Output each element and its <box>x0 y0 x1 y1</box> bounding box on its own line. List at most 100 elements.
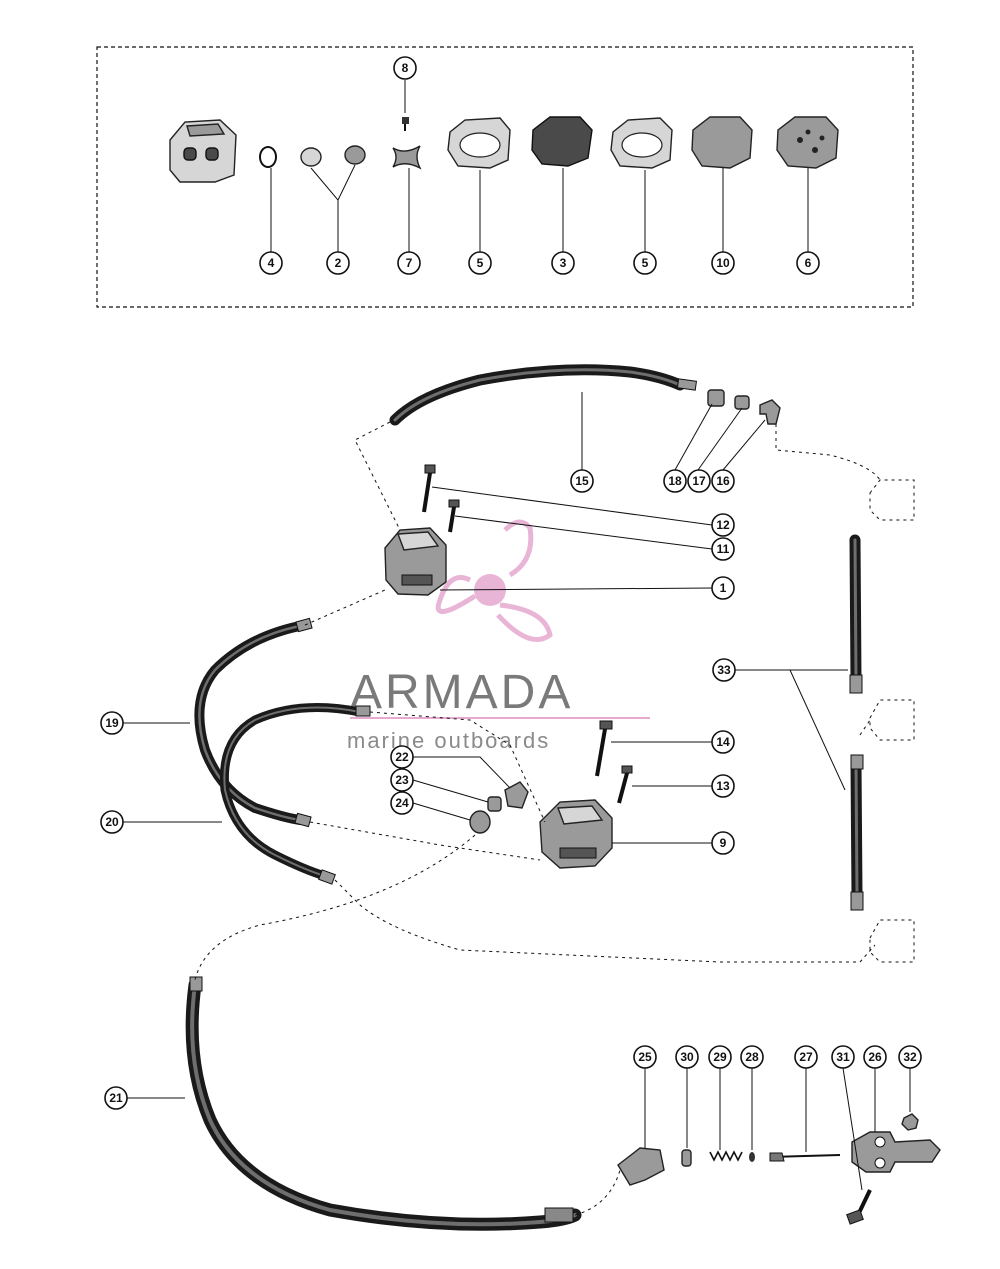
elbow-22 <box>504 781 529 809</box>
callout-2: 2 <box>326 251 350 275</box>
hose-33-lower <box>850 754 864 911</box>
connector-outline-2 <box>869 699 915 741</box>
hose-19 <box>194 617 313 828</box>
callout-28: 28 <box>740 1045 764 1069</box>
cover-plate-part <box>691 116 753 169</box>
svg-text:6: 6 <box>805 256 812 270</box>
screw-11 <box>448 499 460 533</box>
svg-text:23: 23 <box>395 773 409 787</box>
o-ring-part <box>259 146 277 168</box>
spring-29 <box>709 1150 743 1162</box>
callout-5b: 5 <box>633 251 657 275</box>
part-30 <box>681 1149 692 1167</box>
fitting-26 <box>851 1131 941 1173</box>
svg-text:22: 22 <box>395 750 409 764</box>
svg-text:27: 27 <box>799 1050 813 1064</box>
callout-30: 30 <box>675 1045 699 1069</box>
callout-10: 10 <box>711 251 735 275</box>
screw-12 <box>422 464 436 513</box>
gasket-part-b <box>610 117 673 169</box>
fitting-18 <box>707 389 725 407</box>
svg-text:16: 16 <box>716 474 730 488</box>
svg-text:14: 14 <box>716 735 730 749</box>
callout-12: 12 <box>711 513 735 537</box>
fuel-pump-9 <box>539 799 613 869</box>
svg-text:9: 9 <box>720 836 727 850</box>
screw-14 <box>595 720 613 777</box>
callout-26: 26 <box>863 1045 887 1069</box>
retainer-screw-part <box>402 117 409 131</box>
svg-text:2: 2 <box>335 256 342 270</box>
connector-outline-3 <box>869 919 915 963</box>
callout-19: 19 <box>100 711 124 735</box>
elbow-16 <box>759 399 781 425</box>
callout-3: 3 <box>551 251 575 275</box>
callout-22: 22 <box>390 745 414 769</box>
callout-20: 20 <box>100 810 124 834</box>
svg-text:29: 29 <box>713 1050 727 1064</box>
watermark-title: ARMADA <box>350 666 573 719</box>
svg-text:11: 11 <box>717 542 730 556</box>
pump-body-part <box>169 119 237 183</box>
callout-21: 21 <box>104 1086 128 1110</box>
svg-text:1: 1 <box>720 581 727 595</box>
callout-9: 9 <box>711 831 735 855</box>
svg-text:30: 30 <box>680 1050 694 1064</box>
kit-frame <box>96 46 914 308</box>
fitting-23 <box>487 796 502 812</box>
svg-text:5: 5 <box>642 256 649 270</box>
svg-text:3: 3 <box>560 256 567 270</box>
screw-13 <box>617 765 633 804</box>
hose-20 <box>219 703 371 885</box>
svg-text:8: 8 <box>402 61 409 75</box>
callout-5a: 5 <box>468 251 492 275</box>
svg-text:33: 33 <box>717 663 731 677</box>
callout-29: 29 <box>708 1045 732 1069</box>
diaphragm-plate-part <box>776 116 839 169</box>
check-valve-parts <box>300 145 366 167</box>
diaphragm-part <box>531 116 593 167</box>
callout-18: 18 <box>663 469 687 493</box>
callout-31: 31 <box>831 1045 855 1069</box>
connector-outline-1 <box>869 479 915 521</box>
svg-text:25: 25 <box>638 1050 652 1064</box>
callout-7: 7 <box>397 251 421 275</box>
fitting-24 <box>469 810 491 834</box>
svg-text:28: 28 <box>745 1050 759 1064</box>
callout-1: 1 <box>711 576 735 600</box>
svg-text:18: 18 <box>668 474 682 488</box>
callout-23: 23 <box>390 768 414 792</box>
svg-text:31: 31 <box>836 1050 850 1064</box>
hose-21 <box>185 976 582 1231</box>
svg-text:19: 19 <box>105 716 119 730</box>
callout-27: 27 <box>794 1045 818 1069</box>
svg-text:15: 15 <box>575 474 589 488</box>
svg-text:26: 26 <box>868 1050 882 1064</box>
callout-17: 17 <box>687 469 711 493</box>
svg-text:13: 13 <box>716 779 730 793</box>
svg-text:32: 32 <box>903 1050 917 1064</box>
callout-25: 25 <box>633 1045 657 1069</box>
callout-6: 6 <box>796 251 820 275</box>
gasket-part-a <box>447 117 511 169</box>
pin-27 <box>769 1152 841 1162</box>
svg-text:12: 12 <box>716 518 730 532</box>
fuel-pump-1 <box>384 527 447 596</box>
callout-8: 8 <box>393 56 417 80</box>
callout-14: 14 <box>711 730 735 754</box>
hose-15 <box>389 364 698 426</box>
hose-33-upper <box>849 534 863 694</box>
svg-text:24: 24 <box>395 796 409 810</box>
svg-text:20: 20 <box>105 815 119 829</box>
svg-text:10: 10 <box>716 256 730 270</box>
svg-text:21: 21 <box>109 1091 123 1105</box>
svg-text:4: 4 <box>268 256 275 270</box>
nut-32 <box>901 1113 919 1131</box>
callout-13: 13 <box>711 774 735 798</box>
elbow-25 <box>617 1147 665 1186</box>
callout-33: 33 <box>712 658 736 682</box>
callout-16: 16 <box>711 469 735 493</box>
callout-24: 24 <box>390 791 414 815</box>
watermark-subtitle: marine outboards <box>347 728 550 753</box>
